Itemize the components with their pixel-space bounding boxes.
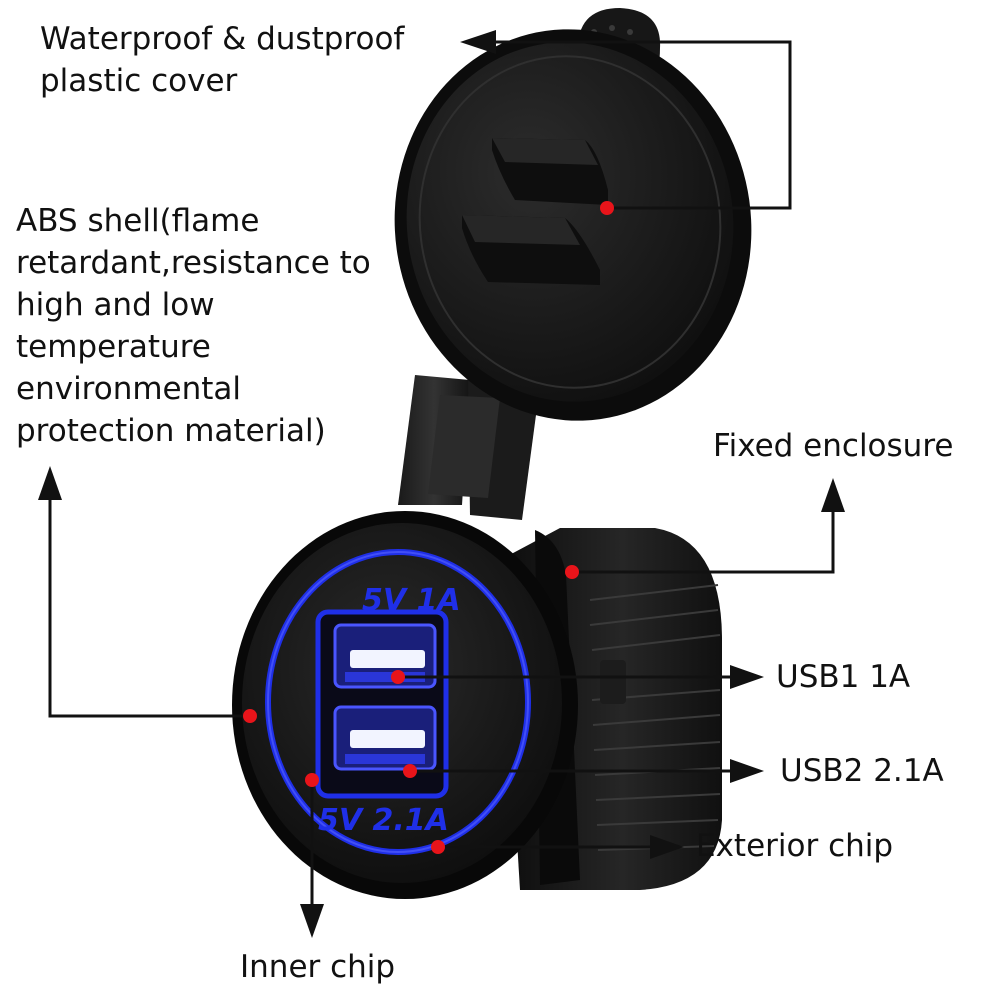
marker-enclosure: [565, 565, 579, 579]
callout-enclosure: [572, 478, 845, 574]
arrowhead: [730, 665, 764, 689]
label-line: high and low: [16, 287, 215, 323]
label-cover: Waterproof & dustproof plastic cover: [40, 18, 404, 102]
marker-shell: [243, 709, 257, 723]
label-line: environmental: [16, 371, 242, 407]
label-usb2: USB2 2.1A: [780, 753, 944, 789]
usb-port-2: [333, 705, 437, 771]
module-text-bottom: 5V 2.1A: [318, 803, 449, 838]
plastic-cover: [394, 8, 752, 421]
label-enclosure: Fixed enclosure: [713, 428, 954, 464]
label-inner-chip: Inner chip: [240, 949, 396, 985]
label-line: retardant,resistance to: [16, 245, 371, 281]
arrowhead: [650, 835, 684, 859]
arrowhead: [730, 759, 764, 783]
label-line: Waterproof & dustproof: [40, 21, 405, 57]
label-line: protection material): [16, 413, 326, 449]
cover-strap: [398, 375, 540, 520]
label-shell: ABS shell(flame retardant,resistance to …: [16, 200, 371, 452]
module-text-top: 5V 1A: [362, 583, 461, 618]
marker-cover: [600, 201, 614, 215]
callout-shell: [38, 466, 250, 718]
callout-usb2: [410, 759, 764, 783]
label-line: temperature: [16, 329, 211, 365]
callout-exterior-chip: [438, 835, 684, 859]
arrowhead: [460, 30, 496, 54]
marker-usb1: [391, 670, 405, 684]
label-usb1: USB1 1A: [776, 659, 911, 695]
marker-inner-chip: [305, 773, 319, 787]
markers: [243, 201, 614, 854]
marker-usb2: [403, 764, 417, 778]
usb-port-1: [333, 623, 437, 689]
arrowhead: [38, 466, 62, 500]
marker-exterior-chip: [431, 840, 445, 854]
callout-usb1: [398, 665, 764, 689]
label-exterior-chip: Exterior chip: [696, 828, 894, 864]
callout-cover: [460, 30, 792, 210]
arrowhead: [300, 904, 324, 938]
socket-face: 5V 1A 5V 2.1A: [232, 511, 578, 899]
callout-inner-chip: [300, 780, 324, 938]
label-line: ABS shell(flame: [16, 203, 260, 239]
arrowhead: [821, 478, 845, 512]
label-line: plastic cover: [40, 63, 238, 99]
